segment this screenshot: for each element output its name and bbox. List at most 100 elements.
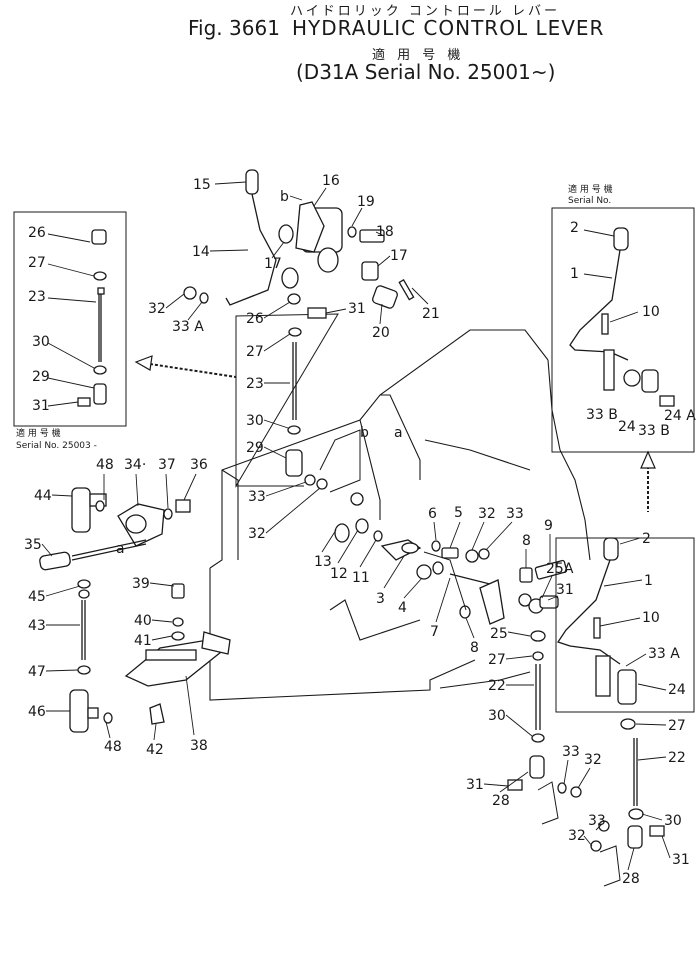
title-kana: ハイドロリック コントロール レバー [290,4,561,19]
label-31-top: 31 [348,301,366,317]
left-inset-heading: 適 用 号 機 [16,427,61,439]
label-1-inset: 1 [570,266,579,282]
chassis-outline [209,329,591,701]
right-inset: 適 用 号 機 Serial No. [551,183,695,453]
label-1-main: 1 [644,573,653,589]
left-inset-serial: Serial No. 25003 - [16,441,97,451]
label-25A: 25A [546,561,574,577]
label-35: 35 [24,537,42,553]
reference-arrow-left [134,355,237,378]
label-31-bottom-mid: 31 [466,777,484,793]
label-21: 21 [422,306,440,322]
label-28-mid: 28 [492,793,510,809]
label-8-top: 8 [522,533,531,549]
label-25: 25 [490,626,508,642]
label-3: 3 [376,591,385,607]
label-27-mid: 27 [488,652,506,668]
label-32-lower-mid: 32 [584,752,602,768]
label-12: 12 [330,566,348,582]
label-31-mid: 31 [556,582,574,598]
label-26-inset: 26 [28,225,46,241]
center-linkage [334,492,568,625]
serial-range: (D31A Serial No. 25001~) [296,60,556,84]
left-linkage [39,487,231,733]
label-17-left: 17 [264,256,282,272]
label-37: 37 [158,457,176,473]
applicability-heading: 適 用 号 機 [372,48,465,63]
ref-a-left: a [116,541,125,557]
label-33A-top: 33 A [172,319,204,335]
label-23-center: 23 [246,376,264,392]
label-4: 4 [398,600,407,616]
label-33-mid: 33 [506,506,524,522]
label-38: 38 [190,738,208,754]
label-42: 42 [146,742,164,758]
label-31-bottom: 31 [672,852,690,868]
label-2-main: 2 [642,531,651,547]
label-48-bottom: 48 [104,739,122,755]
label-22-main: 22 [668,750,686,766]
label-32-center: 32 [248,526,266,542]
label-14: 14 [192,244,210,260]
label-31-inset: 31 [32,398,50,414]
label-30-main: 30 [664,813,682,829]
label-17-right: 17 [390,248,408,264]
right-lever-assembly [507,537,695,887]
label-11: 11 [352,570,370,586]
label-20: 20 [372,325,390,341]
label-48-top: 48 [96,457,114,473]
label-44: 44 [34,488,52,504]
label-16: 16 [322,173,340,189]
label-24-inset: 24 [618,419,636,435]
label-47: 47 [28,664,46,680]
label-19: 19 [357,194,375,210]
label-33-bottom: 33 [588,813,606,829]
label-41: 41 [134,633,152,649]
label-43: 43 [28,618,46,634]
label-32-top: 32 [148,301,166,317]
label-27-inset: 27 [28,255,46,271]
label-30-mid: 30 [488,708,506,724]
label-22-mid: 22 [488,678,506,694]
label-18: 18 [376,224,394,240]
ref-b-center: b [360,425,369,441]
part-labels: 15 16 b 19 18 14 17 17 32 33 A 26 31 20 … [24,173,696,887]
label-5: 5 [454,505,463,521]
label-23-inset: 23 [28,289,46,305]
label-26-center: 26 [246,311,264,327]
label-33-center: 33 [248,489,266,505]
label-29-center: 29 [246,440,264,456]
label-46: 46 [28,704,46,720]
label-36: 36 [190,457,208,473]
label-33B-left: 33 B [586,407,618,423]
label-33-lower-mid: 33 [562,744,580,760]
label-30-center: 30 [246,413,264,429]
reference-arrow-right [640,450,656,512]
label-10-main: 10 [642,610,660,626]
label-32-mid: 32 [478,506,496,522]
figure-number: Fig. 3661 [188,16,280,40]
label-30-inset: 30 [32,334,50,350]
label-10-inset: 10 [642,304,660,320]
label-28-bottom: 28 [622,871,640,887]
label-45: 45 [28,589,46,605]
label-7: 7 [430,624,439,640]
figure-title: HYDRAULIC CONTROL LEVER [292,16,605,40]
label-32-bottom: 32 [568,828,586,844]
right-inset-heading: 適 用 号 機 [568,183,613,195]
label-34: 34· [124,457,146,473]
label-8-bottom: 8 [470,640,479,656]
label-27-center: 27 [246,344,264,360]
ref-a-center: a [394,425,403,441]
label-6: 6 [428,506,437,522]
label-2-inset: 2 [570,220,579,236]
label-13: 13 [314,554,332,570]
label-24-main: 24 [668,682,686,698]
label-33A-main: 33 A [648,646,680,662]
label-39: 39 [132,576,150,592]
ref-b-top: b [280,189,289,205]
label-40: 40 [134,613,152,629]
label-15: 15 [193,177,211,193]
